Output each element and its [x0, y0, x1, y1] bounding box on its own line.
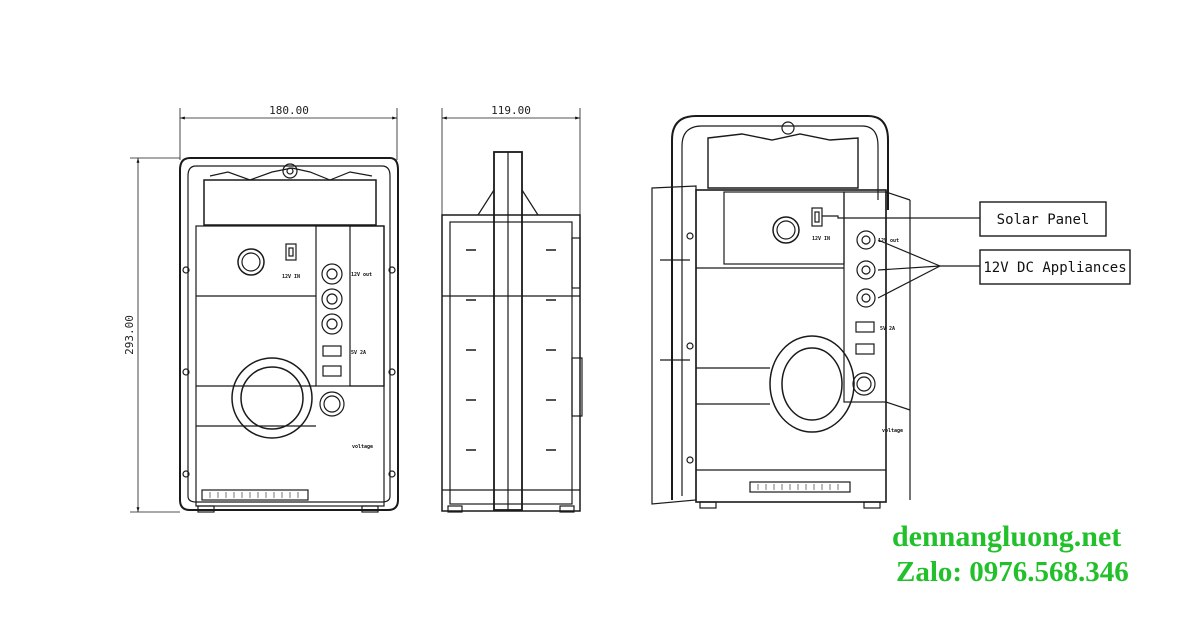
- front-label-voltage: voltage: [352, 444, 373, 450]
- dc-appliances-callout: 12V DC Appliances: [983, 260, 1126, 276]
- dc-appliances-callout-box: [979, 249, 1131, 285]
- solar-panel-callout: Solar Panel: [997, 212, 1090, 228]
- side-depth-dimension: 119.00: [491, 104, 531, 117]
- perspective-view: [651, 115, 1131, 509]
- front-width-dimension: 180.00: [269, 104, 309, 117]
- front-label-dc-out: 12V out: [351, 272, 372, 278]
- side-view: [441, 108, 583, 513]
- front-view: [130, 108, 399, 513]
- perspective-label-voltage: voltage: [882, 428, 903, 434]
- front-label-input: 12V IN: [282, 274, 300, 280]
- watermark-zalo: Zalo: 0976.568.346: [896, 556, 1129, 588]
- perspective-label-usb: 5V 2A: [880, 326, 895, 332]
- front-height-dimension: 293.00: [123, 315, 136, 355]
- front-label-usb: 5V 2A: [351, 350, 366, 356]
- perspective-label-input: 12V IN: [812, 236, 830, 242]
- solar-panel-callout-box: [979, 201, 1107, 237]
- watermark-site: dennangluong.net: [892, 520, 1122, 553]
- perspective-label-dc-out: 12V out: [878, 238, 899, 244]
